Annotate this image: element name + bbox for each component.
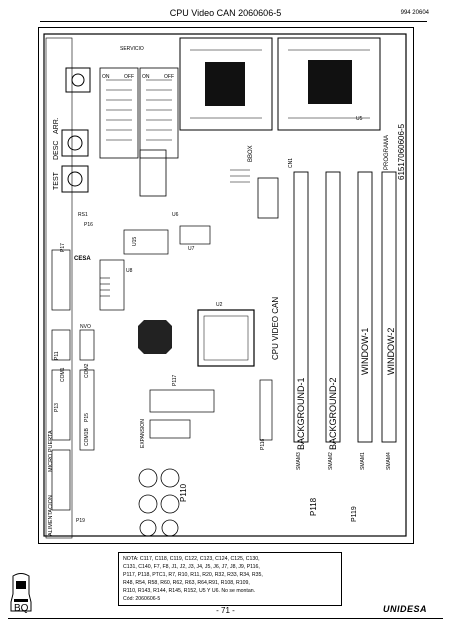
label-desc: DESC: [53, 141, 60, 160]
label-p19: P19: [76, 518, 85, 524]
capacitors: [138, 468, 180, 537]
footer-divider: [8, 618, 443, 619]
note-line: P117, P118, PTC1, R7, R10, R11, R20, R32…: [123, 572, 263, 578]
top-chips: [179, 37, 381, 131]
label-off-1: OFF: [124, 74, 134, 80]
label-smam2: SMAM2: [328, 452, 334, 470]
label-expansion: EXPANSION: [140, 419, 146, 448]
dip-switch-block: [99, 67, 179, 159]
label-on-1: ON: [102, 74, 110, 80]
label-off-2: OFF: [164, 74, 174, 80]
label-alimentacion: ALIMENTACION: [48, 495, 54, 536]
label-com1b: COM1B: [84, 428, 90, 446]
slot-machine-icon: [10, 573, 32, 612]
label-u15: U15: [132, 237, 138, 246]
label-rs1: RS1: [78, 212, 88, 218]
label-cesa: CESA: [74, 256, 91, 262]
label-window2: WINDOW-2: [386, 328, 396, 375]
label-u2: U2: [216, 302, 223, 308]
label-background1: BACKGROUND-1: [296, 377, 306, 450]
label-p117: P117: [172, 374, 178, 386]
label-cn1: CN1: [288, 158, 294, 168]
note-line: Cód: 2060606-5: [123, 596, 161, 602]
label-on-2: ON: [142, 74, 150, 80]
label-p110: P110: [179, 483, 188, 502]
main-processor: [197, 309, 255, 367]
note-line: NOTA: C117, C118, C119, C122, C123, C124…: [123, 556, 260, 562]
label-com1: COM1: [60, 367, 66, 382]
label-p13: P13: [54, 403, 60, 412]
label-p11: P11: [54, 351, 60, 360]
label-u5: U5: [356, 116, 363, 122]
label-test: TEST: [53, 171, 60, 190]
label-programa: PROGRAMA: [384, 135, 390, 170]
label-bbox: BBOX: [248, 145, 254, 162]
page-number: - 71 -: [216, 606, 235, 615]
label-p119: P119: [351, 506, 358, 522]
label-u6: U6: [172, 212, 179, 218]
push-buttons: [61, 67, 91, 193]
assembly-note: NOTA: C117, C118, C119, C122, C123, C124…: [118, 552, 342, 606]
label-nvo: NVO: [80, 324, 91, 330]
document-code: 994 20604: [400, 10, 429, 16]
label-p118: P118: [309, 497, 318, 516]
label-u8: U8: [126, 268, 133, 274]
label-arr: ARR.: [53, 117, 60, 134]
label-micro-puerta: MICRO PUERTA: [48, 430, 54, 472]
label-servicio: SERVICIO: [120, 46, 144, 52]
label-smam4: SMAM4: [386, 452, 392, 470]
label-p17: P17: [60, 243, 66, 252]
note-line: R110, R143, R144, R145, R152, U5 Y U6. N…: [123, 588, 256, 594]
label-u7: U7: [188, 246, 195, 252]
page-title: CPU Video CAN 2060606-5: [169, 8, 282, 18]
label-background2: BACKGROUND-2: [328, 377, 338, 450]
brand-logo: UNIDESA: [382, 604, 427, 614]
header-divider: [40, 21, 427, 22]
note-line: R48, R54, R58, R60, R62, R63, R64,R91, R…: [123, 580, 250, 586]
label-cpu-video-can: CPU VIDEO CAN: [271, 297, 280, 360]
label-p116: P116: [260, 438, 266, 450]
label-smam3: SMAM3: [296, 452, 302, 470]
expansion-slots: [293, 171, 397, 443]
label-com2: COM2: [84, 363, 90, 378]
label-p15: P15: [84, 413, 90, 422]
label-smam1: SMAM1: [360, 452, 366, 470]
secondary-chip: [138, 320, 172, 354]
label-part-number: 61517060606-5: [397, 123, 406, 180]
footer-left-label: BQ: [14, 603, 29, 614]
label-window1: WINDOW-1: [360, 328, 370, 375]
pcb-diagram: BACKGROUND-1 BACKGROUND-2 WINDOW-1 WINDO…: [43, 33, 407, 539]
label-p16: P16: [84, 222, 93, 228]
pcb-frame: [38, 27, 414, 544]
note-line: C131, C140, F7, F8, J1, J2, J3, J4, J5, …: [123, 564, 260, 570]
